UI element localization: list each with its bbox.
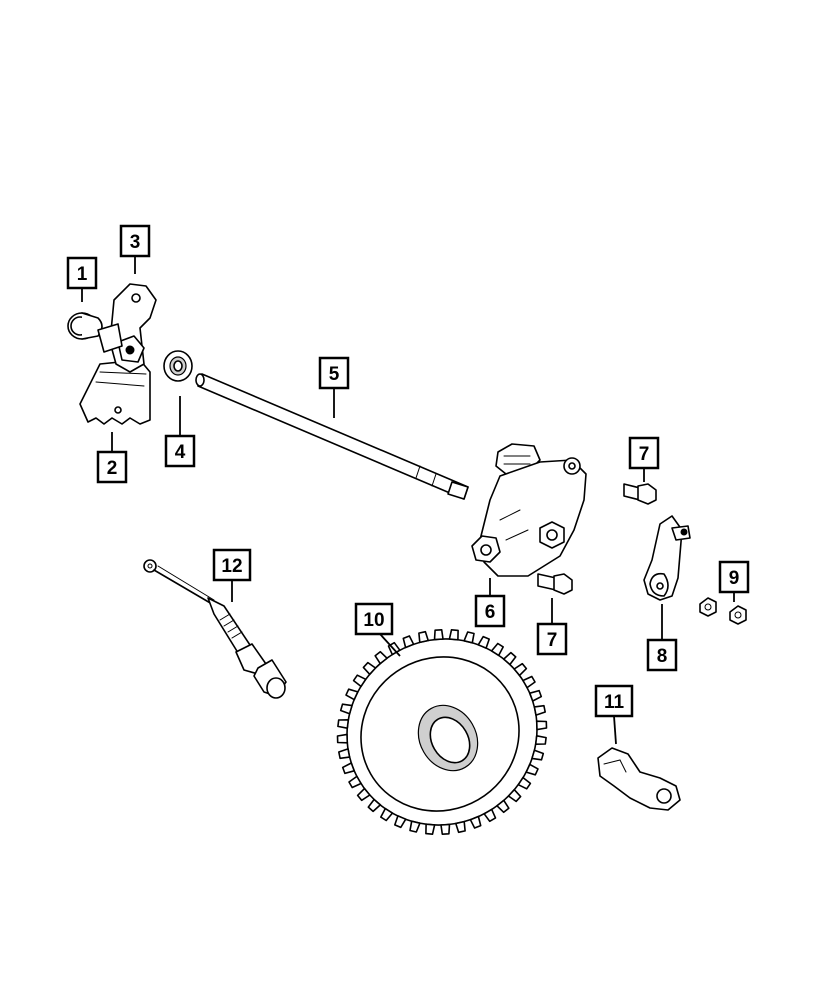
callout-4-label: 4	[175, 442, 186, 463]
gear-tooth	[433, 628, 444, 641]
gear-tooth	[522, 675, 536, 689]
part-7-bolt-upper	[623, 483, 657, 505]
callout-10: 10	[354, 602, 394, 636]
leader-11	[613, 715, 617, 745]
callout-2-label: 2	[107, 458, 118, 479]
part-8-lever	[643, 515, 691, 601]
part-1-bushing	[67, 312, 103, 340]
callout-6: 6	[474, 594, 506, 628]
callout-3-label: 3	[130, 232, 141, 253]
gear-tooth	[337, 718, 350, 730]
part-3-manual-lever	[97, 283, 157, 373]
callout-11-label: 11	[604, 692, 625, 713]
gear-tooth	[528, 689, 543, 702]
gear-tooth	[535, 720, 548, 731]
callout-9: 9	[718, 560, 750, 594]
gear-tooth	[533, 704, 547, 716]
leader-lines	[81, 256, 735, 745]
gear-tooth	[483, 808, 497, 823]
gear-tooth	[490, 642, 505, 657]
part-4-seal	[163, 350, 193, 382]
gear-tooth	[513, 662, 528, 677]
gear-tooth	[440, 823, 451, 836]
callout-3: 3	[119, 224, 151, 258]
part-2-detent-plate	[79, 359, 151, 425]
gear-tooth	[425, 823, 436, 836]
gear-tooth	[525, 763, 539, 776]
gear-tooth	[477, 635, 491, 649]
callout-5: 5	[318, 356, 350, 390]
callout-11: 11	[594, 684, 634, 718]
callout-1-label: 1	[77, 264, 88, 285]
part-12-cable	[143, 559, 287, 699]
gear-tooth	[496, 799, 510, 814]
callout-1: 1	[66, 256, 98, 290]
callout-7a: 7	[628, 436, 660, 470]
gear-tooth	[367, 798, 382, 813]
gear-tooth	[418, 630, 430, 644]
callout-10-label: 10	[363, 610, 384, 631]
gear-tooth	[448, 628, 459, 641]
callout-2: 2	[96, 450, 128, 484]
gear-tooth	[341, 762, 356, 775]
gear-tooth	[502, 651, 517, 666]
callout-12: 12	[212, 548, 252, 582]
callout-12-label: 12	[221, 556, 242, 577]
callout-8: 8	[646, 638, 678, 672]
gear-tooth	[534, 734, 547, 746]
gear-tooth	[362, 661, 377, 676]
gear-tooth	[374, 650, 388, 665]
gear-tooth	[409, 820, 421, 833]
part-10-gear	[336, 628, 548, 836]
gear-tooth	[345, 688, 359, 701]
gear-tooth	[517, 776, 532, 790]
gear-teeth	[336, 628, 548, 836]
gear-tooth	[356, 787, 371, 802]
part-11-bracket	[597, 747, 681, 811]
callout-5-label: 5	[329, 364, 340, 385]
gear-tooth	[339, 703, 353, 715]
gear-tooth	[348, 775, 362, 789]
gear-tooth	[336, 733, 349, 744]
gear-tooth	[352, 674, 367, 688]
callout-8-label: 8	[657, 646, 668, 667]
gear-tooth	[507, 788, 522, 803]
callout-9-label: 9	[729, 568, 740, 589]
part-6-range-switch	[471, 443, 587, 577]
callout-6-label: 6	[485, 602, 496, 623]
gear-tooth	[393, 815, 407, 829]
gear-tooth	[337, 748, 351, 760]
gear-tooth	[531, 749, 545, 761]
leader-10	[379, 633, 401, 657]
callout-7b: 7	[536, 622, 568, 656]
gear-tooth	[402, 635, 415, 649]
gear-tooth	[454, 820, 466, 834]
gear-tooth	[463, 631, 475, 644]
part-9-nuts	[699, 597, 747, 625]
callout-7b-label: 7	[547, 630, 558, 651]
gear-tooth	[379, 807, 394, 822]
callout-7a-label: 7	[639, 444, 650, 465]
part-5-shaft	[195, 373, 469, 500]
callout-4: 4	[164, 434, 196, 468]
part-7-bolt-lower	[537, 573, 573, 595]
gear-tooth	[469, 815, 482, 829]
